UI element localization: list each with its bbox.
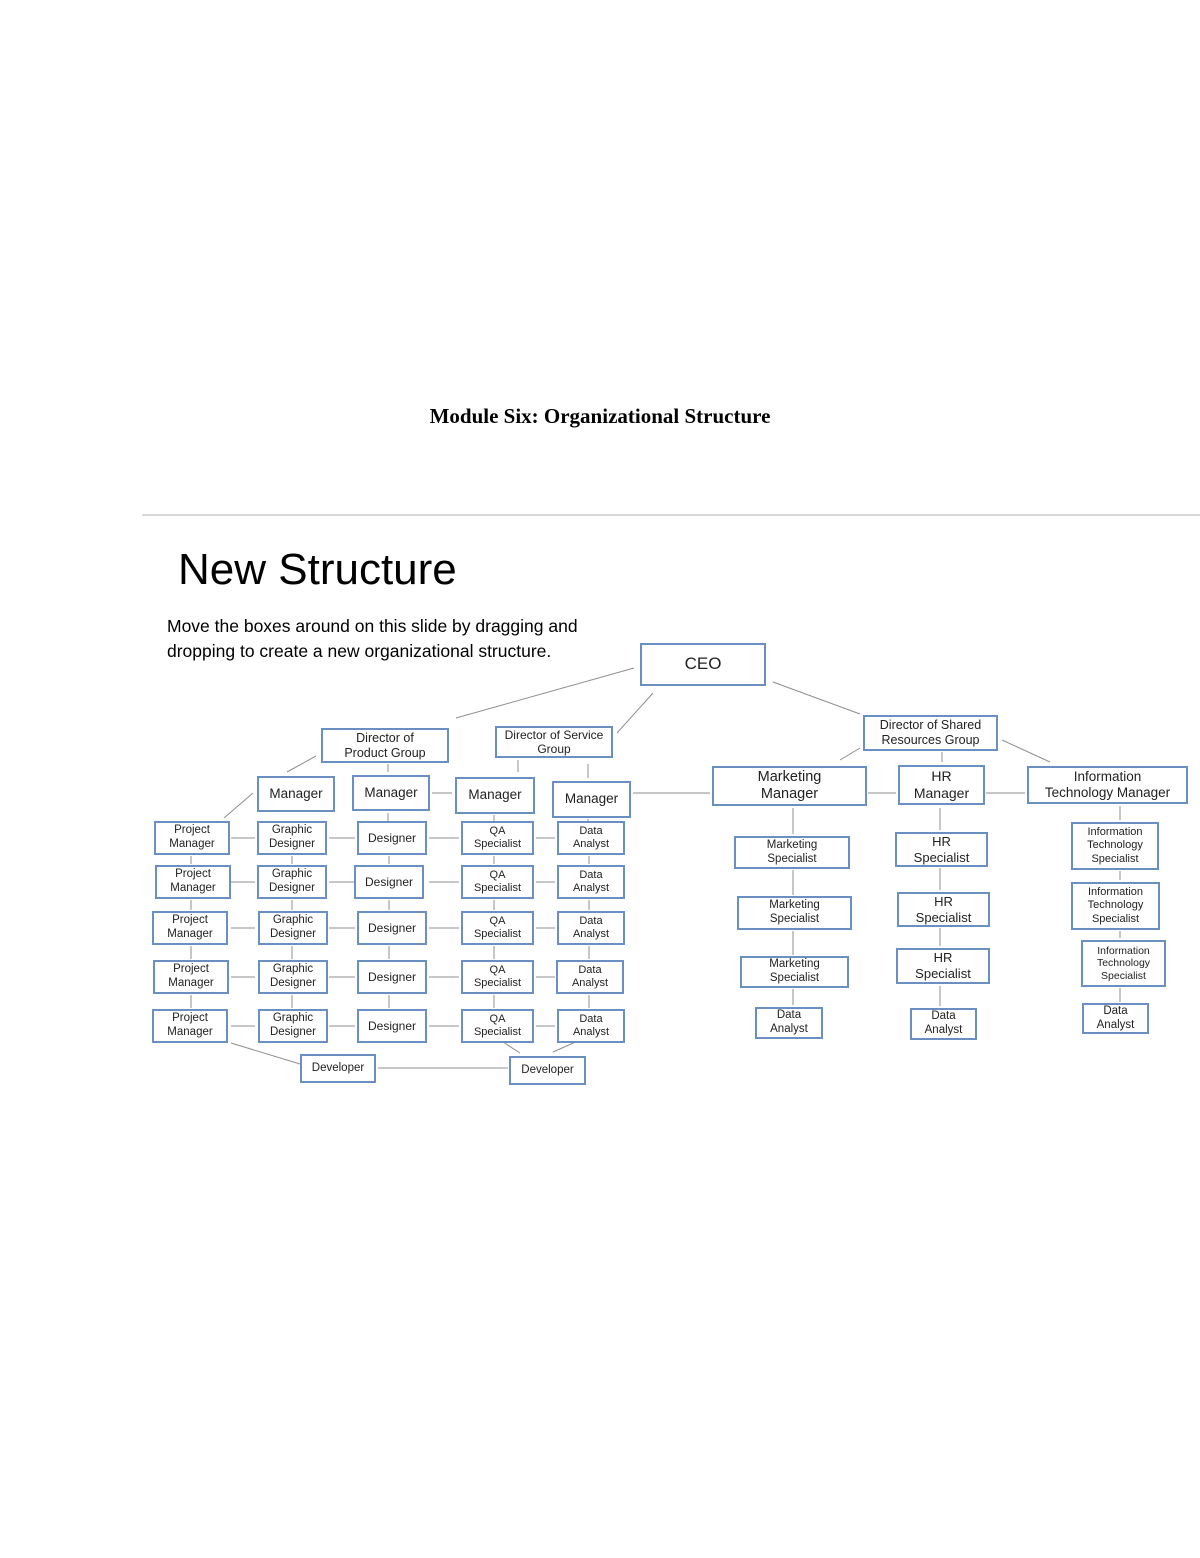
document-title: Module Six: Organizational Structure bbox=[429, 404, 771, 428]
box-data-analyst-2[interactable]: Data Analyst bbox=[557, 865, 625, 899]
box-data-analyst-5[interactable]: Data Analyst bbox=[557, 1009, 625, 1043]
connector-line-1 bbox=[455, 667, 635, 719]
box-it-data-analyst[interactable]: Data Analyst bbox=[1082, 1003, 1149, 1034]
box-ceo[interactable]: CEO bbox=[640, 643, 766, 686]
box-graphic-designer-2[interactable]: Graphic Designer bbox=[257, 865, 327, 899]
box-graphic-designer-5[interactable]: Graphic Designer bbox=[258, 1009, 328, 1043]
connector-line-5 bbox=[839, 747, 861, 761]
slide-instructions: Move the boxes around on this slide by d… bbox=[167, 616, 578, 661]
box-project-manager-4[interactable]: Project Manager bbox=[153, 960, 229, 994]
box-marketing-specialist-1[interactable]: Marketing Specialist bbox=[734, 836, 850, 869]
box-graphic-designer-3[interactable]: Graphic Designer bbox=[258, 911, 328, 945]
box-data-analyst-3[interactable]: Data Analyst bbox=[557, 911, 625, 945]
box-qa-specialist-2[interactable]: QA Specialist bbox=[461, 865, 534, 899]
slide-top-divider bbox=[142, 514, 1200, 516]
connector-line-33 bbox=[502, 1041, 521, 1054]
box-manager-1[interactable]: Manager bbox=[257, 776, 335, 812]
box-hr-specialist-2[interactable]: HR Specialist bbox=[897, 892, 990, 927]
box-hr-data-analyst[interactable]: Data Analyst bbox=[910, 1008, 977, 1040]
box-project-manager-5[interactable]: Project Manager bbox=[152, 1009, 228, 1043]
box-marketing-specialist-3[interactable]: Marketing Specialist bbox=[740, 956, 849, 988]
box-graphic-designer-1[interactable]: Graphic Designer bbox=[257, 821, 327, 855]
box-project-manager-3[interactable]: Project Manager bbox=[152, 911, 228, 945]
connector-line-7 bbox=[286, 755, 317, 773]
box-hr-manager[interactable]: HR Manager bbox=[898, 765, 985, 805]
box-project-manager-1[interactable]: Project Manager bbox=[154, 821, 230, 855]
box-qa-specialist-5[interactable]: QA Specialist bbox=[461, 1009, 534, 1043]
box-designer-2[interactable]: Designer bbox=[354, 865, 424, 899]
connector-line-4 bbox=[1001, 739, 1051, 763]
box-it-specialist-2[interactable]: Information Technology Specialist bbox=[1071, 882, 1160, 930]
box-graphic-designer-4[interactable]: Graphic Designer bbox=[258, 960, 328, 994]
box-manager-3[interactable]: Manager bbox=[455, 777, 535, 814]
box-qa-specialist-3[interactable]: QA Specialist bbox=[461, 911, 534, 945]
box-it-specialist-1[interactable]: Information Technology Specialist bbox=[1071, 822, 1159, 870]
connector-line-15 bbox=[223, 792, 254, 819]
box-it-specialist-3[interactable]: Information Technology Specialist bbox=[1081, 940, 1166, 987]
box-designer-3[interactable]: Designer bbox=[357, 911, 427, 945]
slide-heading: New Structure bbox=[178, 545, 457, 594]
box-manager-4[interactable]: Manager bbox=[552, 781, 631, 818]
box-it-manager[interactable]: Information Technology Manager bbox=[1027, 766, 1188, 804]
box-director-shared[interactable]: Director of Shared Resources Group bbox=[863, 715, 998, 751]
box-designer-4[interactable]: Designer bbox=[357, 960, 427, 994]
box-data-analyst-4[interactable]: Data Analyst bbox=[556, 960, 624, 994]
box-marketing-manager[interactable]: Marketing Manager bbox=[712, 766, 867, 806]
box-developer-1[interactable]: Developer bbox=[300, 1054, 376, 1083]
box-project-manager-2[interactable]: Project Manager bbox=[155, 865, 231, 899]
box-director-product[interactable]: Director of Product Group bbox=[321, 728, 449, 763]
box-marketing-specialist-2[interactable]: Marketing Specialist bbox=[737, 896, 852, 930]
box-qa-specialist-1[interactable]: QA Specialist bbox=[461, 821, 534, 855]
box-hr-specialist-1[interactable]: HR Specialist bbox=[895, 832, 988, 867]
box-manager-2[interactable]: Manager bbox=[352, 775, 430, 811]
connector-line-3 bbox=[772, 681, 861, 715]
box-hr-specialist-3[interactable]: HR Specialist bbox=[896, 948, 990, 984]
box-marketing-data-analyst[interactable]: Data Analyst bbox=[755, 1007, 823, 1039]
box-designer-5[interactable]: Designer bbox=[357, 1009, 427, 1043]
connector-line-31 bbox=[230, 1042, 301, 1065]
box-developer-2[interactable]: Developer bbox=[509, 1056, 586, 1085]
box-designer-1[interactable]: Designer bbox=[357, 821, 427, 855]
box-director-service[interactable]: Director of Service Group bbox=[495, 726, 613, 758]
box-data-analyst-1[interactable]: Data Analyst bbox=[557, 821, 625, 855]
box-qa-specialist-4[interactable]: QA Specialist bbox=[461, 960, 534, 994]
connector-line-2 bbox=[616, 692, 654, 734]
